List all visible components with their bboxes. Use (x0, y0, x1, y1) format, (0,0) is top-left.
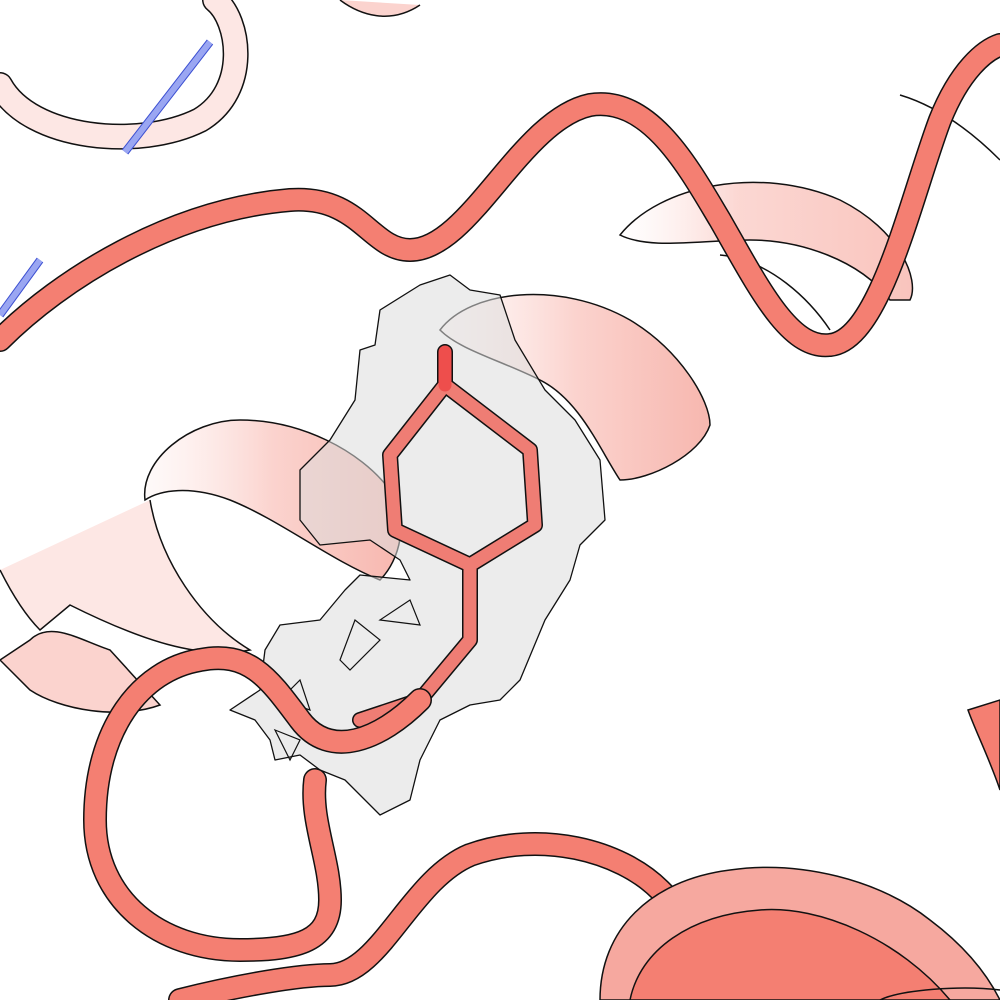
coil-ribbon-top (0, 33, 1000, 358)
coil-fragment-right (967, 699, 1000, 791)
tyrosine-sidechain-icon (352, 344, 543, 728)
helix-bottom-right (599, 866, 1000, 1000)
pale-loop-top-left (0, 0, 421, 150)
